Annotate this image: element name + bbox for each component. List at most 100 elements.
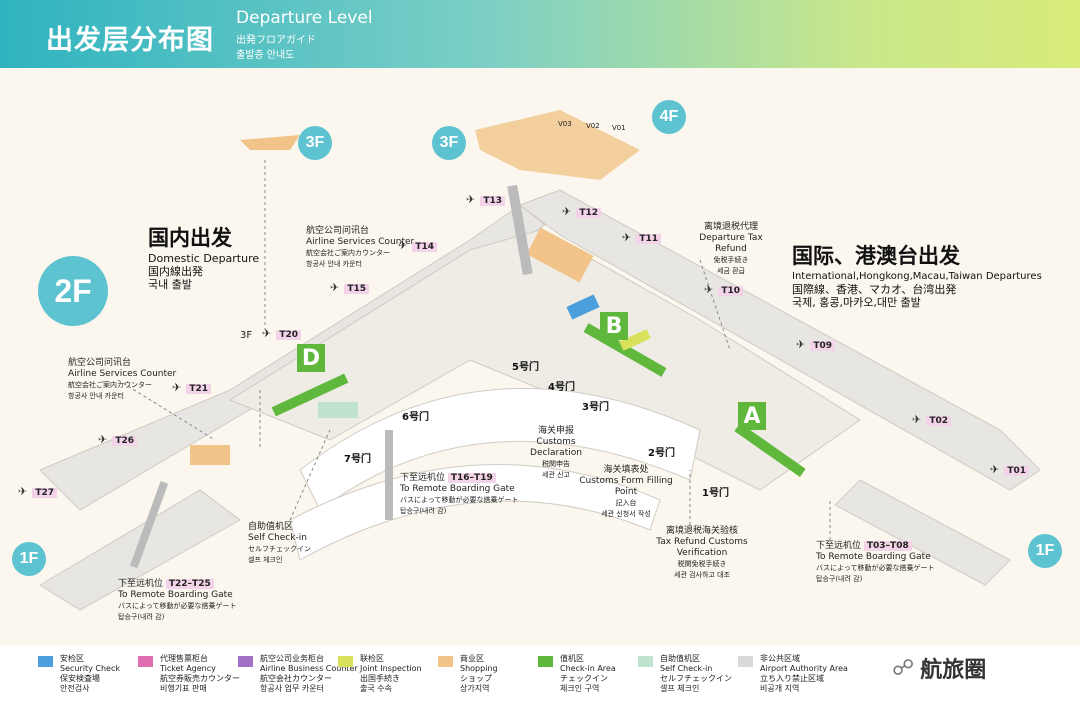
gate-t26: ✈ T26 (98, 428, 137, 447)
floor-badge-1f: 1F (12, 542, 46, 576)
tax-refund-label: 离境退税代理 Departure Tax Refund 免税手続き 세금 환급 (699, 222, 763, 275)
legend-swatch (338, 656, 353, 667)
legend-swatch (438, 656, 453, 667)
legend-swatch (38, 656, 53, 667)
legend-label-ko: 출국 수속 (360, 684, 392, 693)
legend-label-en: Check-in Area (560, 664, 616, 673)
legend-label-ko: 항공사 업무 카운터 (260, 684, 324, 693)
remote-gate-label: 下至远机位 T22–T25 To Remote Boarding Gate バス… (118, 579, 237, 621)
plane-icon: ✈ (172, 381, 182, 394)
legend-label-ja: 航空券販売カウンター (160, 674, 240, 683)
gate-t20: ✈ T20 (262, 322, 301, 341)
checkin-island-d (271, 373, 349, 417)
leader-line (699, 259, 731, 351)
page-title-en: Departure Level (236, 8, 373, 28)
walkway (507, 184, 533, 276)
domestic-title: 国内出发 (148, 226, 232, 250)
legend-label-zh: 非公共区域 (760, 654, 800, 663)
plane-icon: ✈ (704, 283, 714, 296)
door-4: 4号门 (548, 382, 575, 393)
gate-t10: ✈ T10 (704, 278, 743, 297)
forecourt-road-outer (289, 463, 661, 561)
legend-label-en: Airport Authority Area (760, 664, 848, 673)
customs-form-label: 海关填表处 Customs Form Filling Point 記入台 세관 … (579, 465, 673, 518)
legend-label-ko: 상가지역 (460, 684, 490, 693)
self-checkin-label: 自助值机区 Self Check-in セルフチェックイン 셀프 체크인 (248, 522, 311, 564)
legend-swatch (638, 656, 653, 667)
terminal-floorplan (39, 110, 1041, 611)
floor-badge-2f: 2F (38, 256, 108, 326)
legend-label-ja: 航空会社カウンター (260, 674, 332, 683)
floor-badge-4f: 4F (652, 100, 686, 134)
legend-label-en: Security Check (60, 664, 121, 673)
page-header: 出发层分布图 Departure Level 出発フロアガイド 출발층 안내도 (0, 0, 1080, 68)
international-heading: 国际、港澳台出发 International,Hongkong,Macau,Ta… (792, 240, 1042, 309)
international-title-ko: 국제, 홍콩,마카오,대만 출발 (792, 296, 921, 309)
plane-icon: ✈ (330, 281, 340, 294)
floor-badge-3f: 3F (432, 126, 466, 160)
legend-swatch (238, 656, 253, 667)
legend-label-en: Joint Inspection (360, 664, 422, 673)
brand-watermark: ☍ 航旅圈 (892, 648, 1072, 688)
legend-label-ja: 出国手続き (360, 674, 400, 683)
page-title-ko: 출발층 안내도 (236, 50, 295, 61)
plane-icon: ✈ (796, 338, 806, 351)
inspection-zone (619, 329, 651, 351)
door-6: 6号门 (402, 412, 429, 423)
leader-line (289, 429, 331, 521)
gate-range: T16–T19 (447, 473, 496, 483)
door-2: 2号门 (648, 448, 675, 459)
plane-icon: ✈ (98, 433, 108, 446)
legend-label-zh: 代理售票柜台 (160, 654, 208, 663)
legend-label-ko: 비행기표 판매 (160, 684, 207, 693)
legend-label-ko: 체크인 구역 (560, 684, 600, 693)
international-pier-south (834, 479, 1011, 586)
gate-range: T22–T25 (165, 579, 214, 589)
door-5: 5号门 (512, 362, 539, 373)
legend-label-en: Shopping (460, 664, 498, 673)
legend-label-en: Self Check-in (660, 664, 713, 673)
legend-label-en: Airline Business Counter (260, 664, 358, 673)
gate-t15: ✈ T15 (330, 276, 369, 295)
plane-icon: ✈ (622, 231, 632, 244)
legend-label-zh: 商业区 (460, 654, 484, 663)
floor-badge-1f: 1F (1028, 534, 1062, 568)
central-hall (228, 229, 861, 491)
international-pier (518, 189, 1041, 491)
legend-label-en: Ticket Agency (160, 664, 216, 673)
legend-swatch (138, 656, 153, 667)
plane-icon: ✈ (18, 485, 28, 498)
plane-icon: ✈ (466, 193, 476, 206)
plane-icon: ✈ (262, 327, 272, 340)
legend-label-ko: 안전검사 (60, 684, 90, 693)
domestic-pier (39, 204, 546, 511)
domestic-title-en: Domestic Departure (148, 252, 260, 265)
remote-gate-label: 下至远机位 T16–T19 To Remote Boarding Gate バス… (400, 473, 519, 515)
area-a-label: A (738, 402, 766, 430)
gate-t13: ✈ T13 (466, 188, 505, 207)
vip-lounge-v02: V02 (586, 122, 600, 130)
legend-label-ja: チェックイン (560, 674, 608, 683)
walkway (129, 481, 169, 569)
door-3: 3号门 (582, 402, 609, 413)
international-title: 国际、港澳台出发 (792, 244, 960, 268)
door-1: 1号门 (702, 488, 729, 499)
international-title-ja: 国際線、香港、マカオ、台湾出発 (792, 283, 957, 296)
legend-swatch (538, 656, 553, 667)
legend-label-zh: 航空公司业务柜台 (260, 654, 324, 663)
area-d-label: D (297, 344, 325, 372)
legend-label-zh: 安检区 (60, 654, 84, 663)
plane-icon: ✈ (398, 239, 408, 252)
legend-label-ko: 셀프 체크인 (660, 684, 700, 693)
plane-icon: ✈ (912, 413, 922, 426)
self-checkin-zone (318, 402, 358, 418)
leader-line (117, 379, 216, 441)
forecourt-road (299, 387, 701, 511)
area-b-label: B (600, 312, 628, 340)
gate-t02: ✈ T02 (912, 408, 951, 427)
terminal-map: 3F 3F 4F 2F 1F 1F 3F 国内出发 Domestic Depar… (0, 68, 1080, 646)
international-title-en: International,Hongkong,Macau,Taiwan Depa… (792, 271, 1042, 282)
